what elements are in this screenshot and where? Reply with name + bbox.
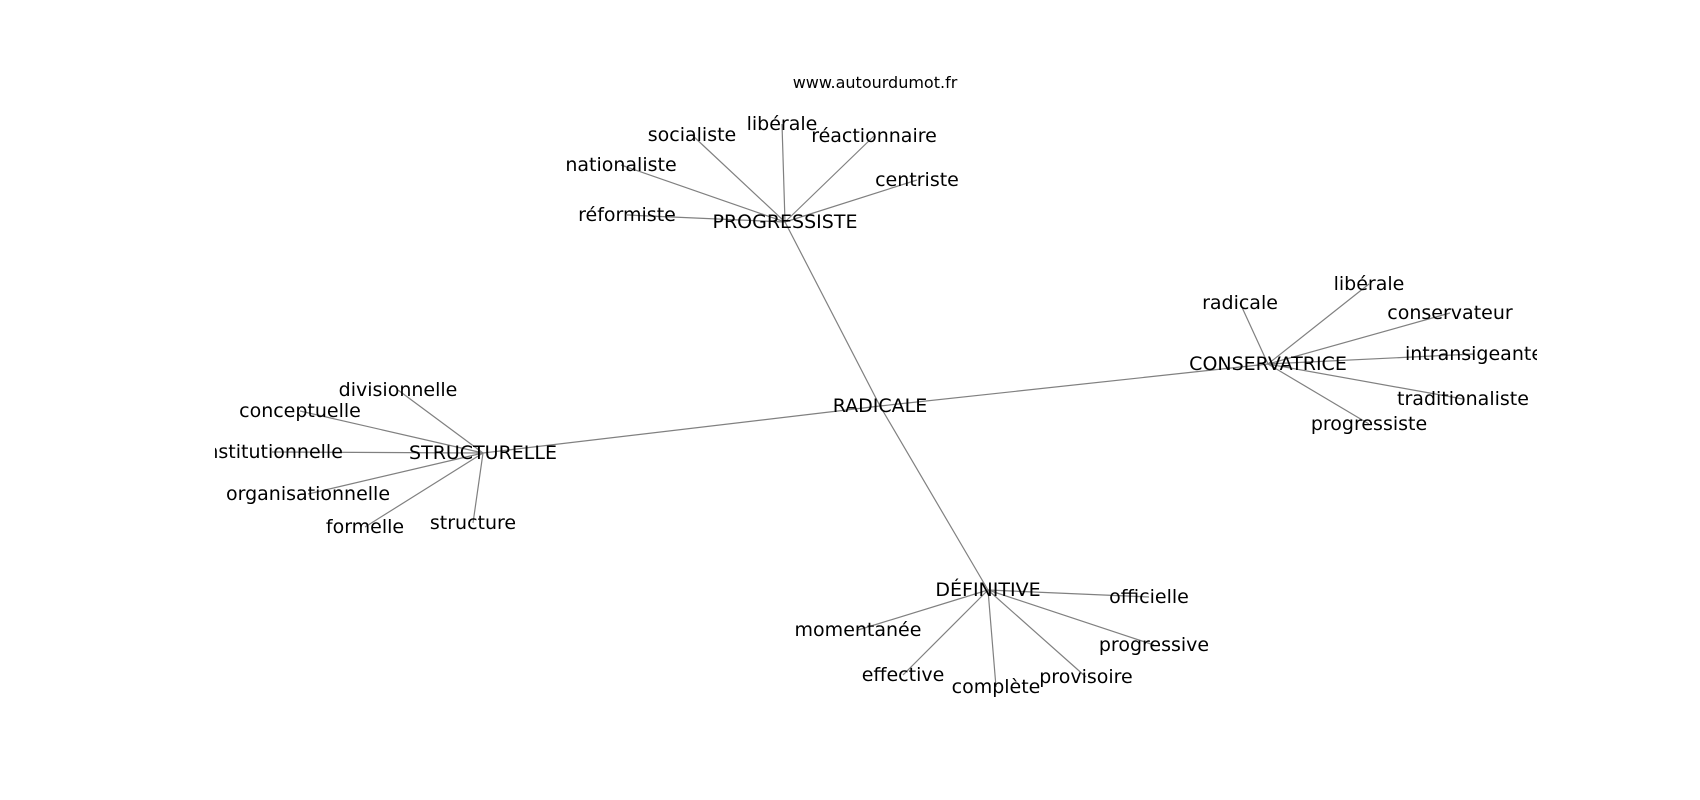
leaf-node-label: traditionaliste [1397,388,1529,410]
edge-hub-leaf [1267,363,1464,400]
edge-center-hub [879,405,989,591]
edge-hub-leaf [691,134,786,223]
leaf-node-label: conceptuelle [239,400,361,422]
leaf-node-label: complète [952,676,1041,698]
hub-node-label: PROGRESSISTE [713,211,858,233]
edge-hub-leaf [1267,353,1475,365]
leaf-node-label: formelle [326,516,404,538]
leaf-node-label: libérale [1334,273,1405,295]
edge-hub-leaf [626,214,786,223]
edge-hub-leaf [1267,312,1451,365]
leaf-node-label: divisionnelle [339,379,458,401]
leaf-node-label: nationaliste [565,154,676,176]
edge-hub-leaf [987,589,1150,598]
edge-hub-leaf [902,589,989,676]
edge-hub-leaf [784,135,875,223]
leaf-node-label: intransigeante [1405,343,1543,365]
edge-hub-leaf [987,589,997,688]
edge-center-hub [482,405,881,454]
edge-hub-leaf [987,589,1155,646]
edge-center-hub [879,363,1269,407]
leaf-node-label: radicale [1202,292,1278,314]
edge-hub-leaf [271,451,484,454]
edge-hub-leaf [620,164,786,223]
edge-hub-leaf [784,179,918,223]
edge-hub-leaf [299,410,484,454]
leaf-node-label: réactionnaire [811,125,937,147]
edge-hub-leaf [857,589,989,631]
site-watermark: www.autourdumot.fr [793,73,958,92]
leaf-node-label: provisoire [1039,666,1133,688]
edge-hub-leaf [1267,363,1370,425]
leaf-node-label: institutionnelle [201,441,343,463]
hub-node-label: CONSERVATRICE [1189,353,1347,375]
leaf-node-label: centriste [875,169,959,191]
leaf-node-label: progressiste [1311,413,1427,435]
edge-hub-leaf [987,589,1087,678]
leaf-node-label: structure [430,512,516,534]
leaf-node-label: progressive [1099,634,1209,656]
leaf-node-label: organisationnelle [226,483,390,505]
hub-node-label: STRUCTURELLE [409,442,557,464]
edge-hub-leaf [1267,283,1370,365]
edge-hub-leaf [397,389,484,454]
hub-node-label: DÉFINITIVE [935,578,1040,601]
edge-hub-leaf [1239,302,1269,365]
edge-hub-leaf [307,452,484,495]
leaf-node-label: réformiste [578,204,676,226]
leaf-node-label: momentanée [795,619,922,641]
edge-hub-leaf [472,452,484,524]
leaf-node-label: effective [862,664,945,686]
leaf-node-label: officielle [1109,586,1189,608]
edge-center-hub [784,221,881,407]
leaf-node-label: libérale [747,113,818,135]
edge-hub-leaf [781,123,786,223]
edge-hub-leaf [364,452,484,528]
center-node-label: RADICALE [833,395,928,417]
leaf-node-label: conservateur [1387,302,1513,324]
leaf-node-label: socialiste [648,124,737,146]
